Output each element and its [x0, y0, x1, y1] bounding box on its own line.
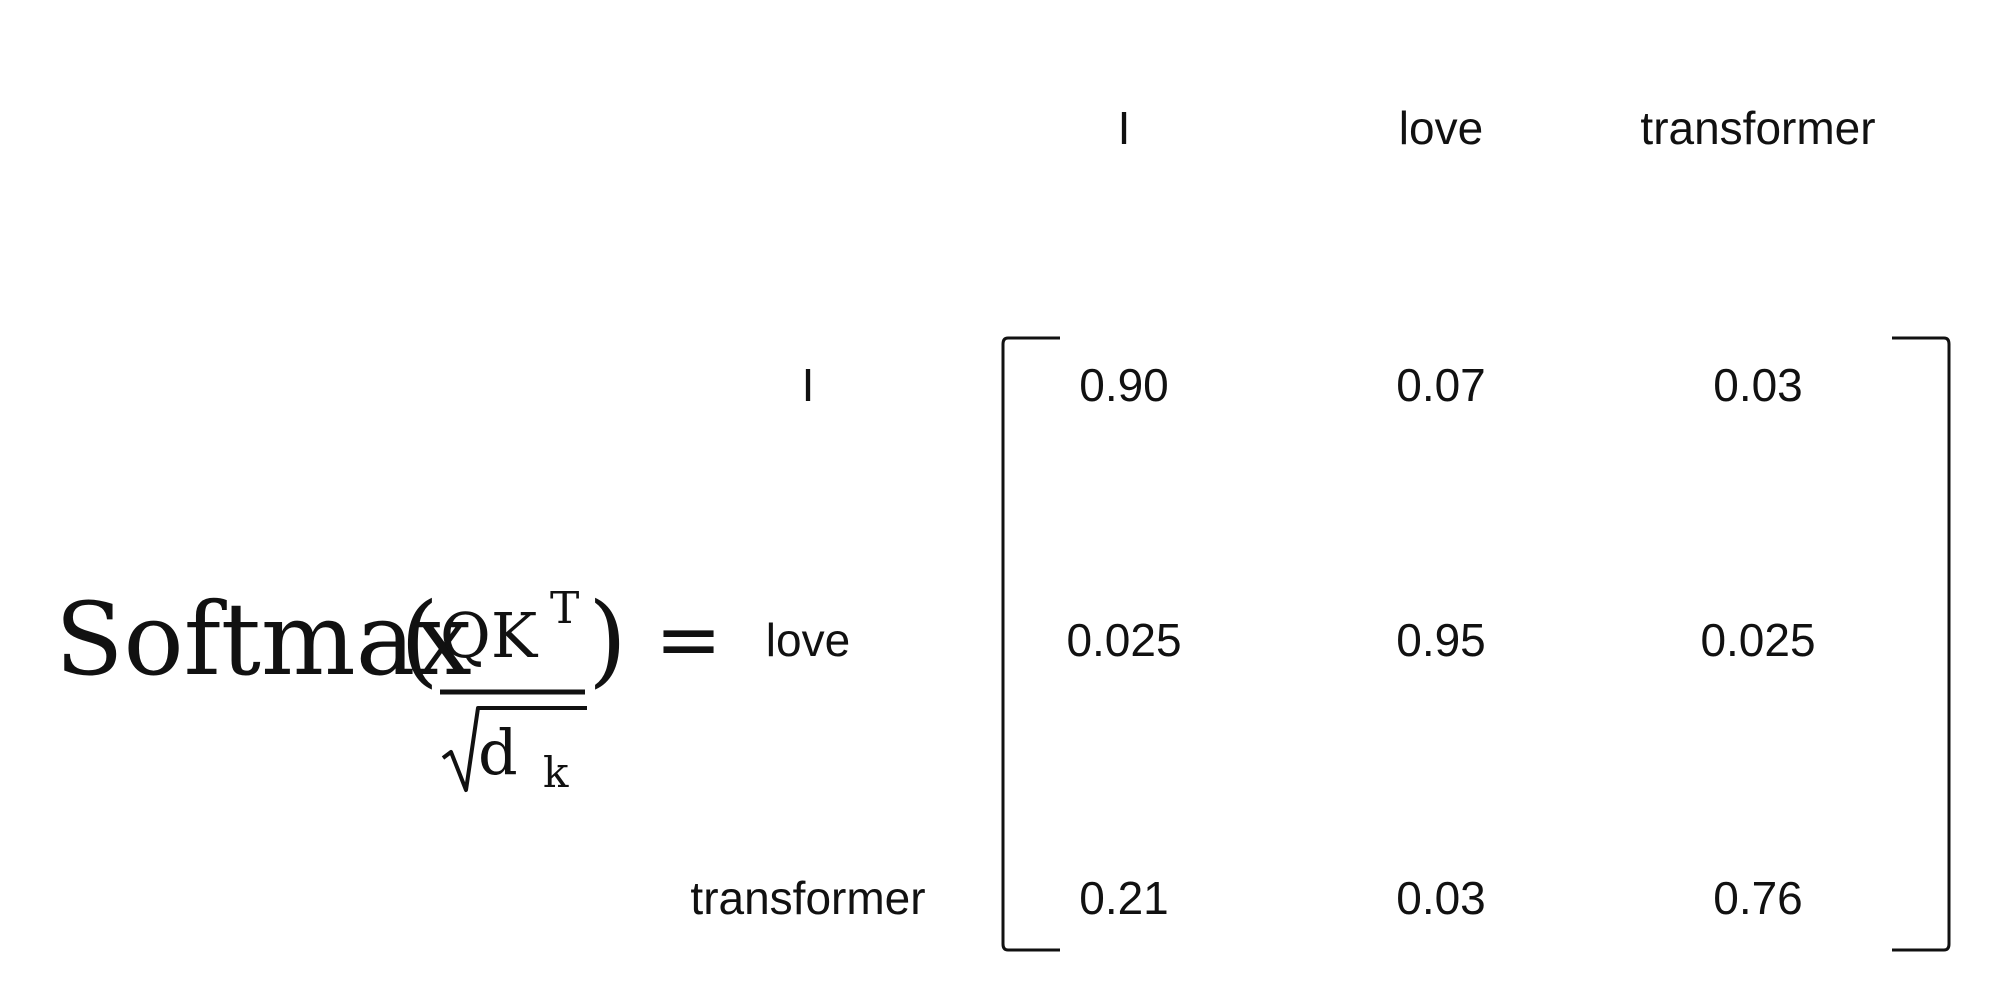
cell-transformer-i: 0.21: [1079, 872, 1169, 924]
denominator-subscript-k: k: [543, 748, 569, 797]
square-root-sign: [441, 706, 587, 792]
column-header-i: I: [1117, 102, 1131, 154]
right-bracket: [1892, 336, 1951, 952]
cell-transformer-transformer: 0.76: [1713, 872, 1803, 924]
cell-love-transformer: 0.025: [1700, 614, 1816, 666]
column-header-transformer: transformer: [1640, 102, 1876, 154]
cell-love-i: 0.025: [1066, 614, 1182, 666]
denominator-d: d: [478, 716, 518, 789]
cell-i-transformer: 0.03: [1713, 359, 1803, 411]
row-header-i: I: [801, 359, 815, 411]
left-bracket: [1001, 336, 1060, 952]
softmax-function-name: Softmax: [55, 581, 472, 698]
row-header-transformer: transformer: [690, 872, 926, 924]
cell-i-i: 0.90: [1079, 359, 1169, 411]
equals-sign: =: [655, 593, 723, 686]
open-parenthesis: (: [400, 581, 440, 698]
cell-love-love: 0.95: [1396, 614, 1486, 666]
cell-i-love: 0.07: [1396, 359, 1486, 411]
column-header-love: love: [1398, 102, 1484, 154]
transpose-superscript: T: [550, 583, 580, 634]
row-header-love: love: [765, 614, 851, 666]
cell-transformer-love: 0.03: [1396, 872, 1486, 924]
numerator-qk: QK: [440, 599, 538, 672]
close-parenthesis: ): [588, 581, 628, 698]
